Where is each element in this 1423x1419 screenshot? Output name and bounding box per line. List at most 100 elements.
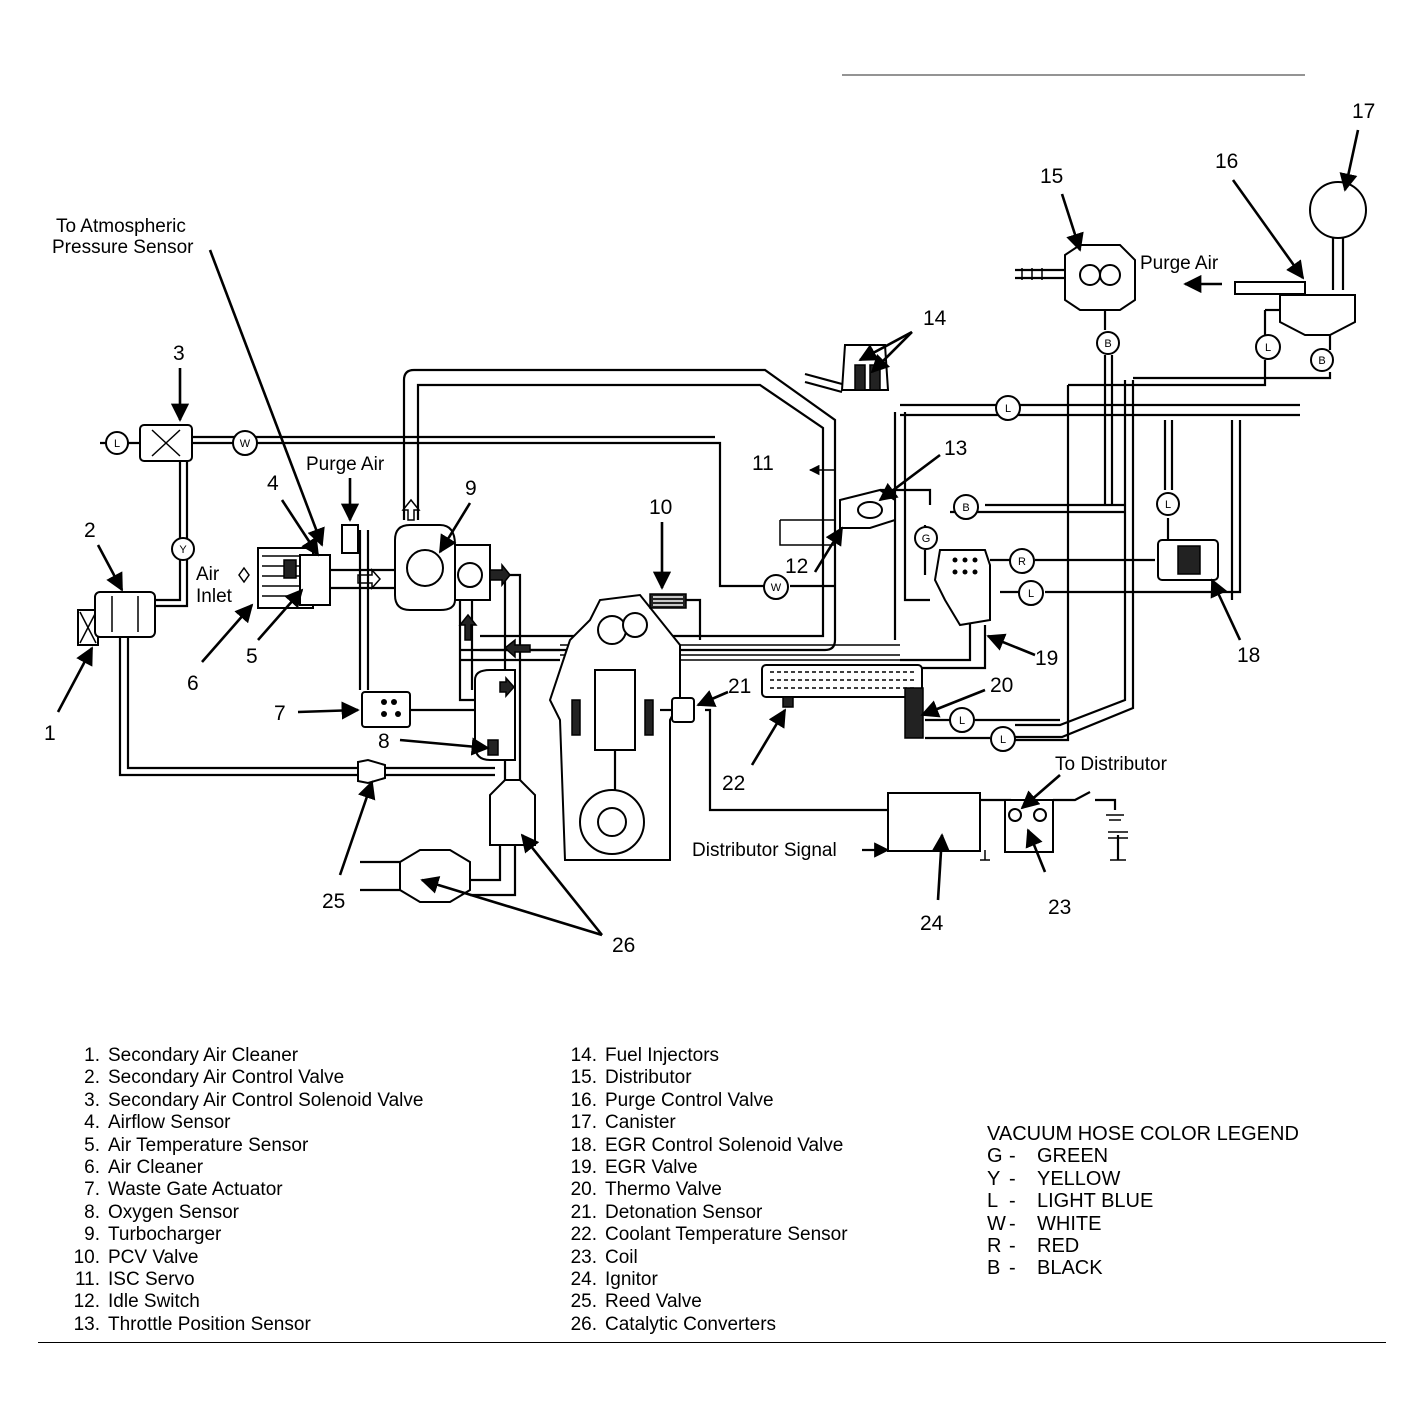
atmospheric-label-line1: To Atmospheric: [56, 216, 186, 237]
callout-23: 23: [1048, 896, 1071, 919]
callout-10: 10: [649, 496, 672, 519]
callout-21: 21: [728, 675, 751, 698]
callout-16: 16: [1215, 150, 1238, 173]
callout-17: 17: [1352, 100, 1375, 123]
legend-item-number: 19.: [570, 1157, 597, 1179]
component-legend-item: 13.Throttle Position Sensor: [66, 1314, 423, 1336]
component-legend-item: 7.Waste Gate Actuator: [66, 1179, 423, 1201]
legend-item-number: 6.: [84, 1157, 100, 1179]
legend-item-name: Secondary Air Cleaner: [108, 1045, 299, 1066]
callout-14: 14: [923, 307, 947, 330]
callout-numbers: 1 2 3 4 5 6 7 8 9 10 11 12 13 14 15 16 1…: [44, 100, 1375, 957]
legend-item-number: 7.: [84, 1179, 100, 1201]
color-separator: -: [1009, 1145, 1016, 1168]
legend-item-name: Air Temperature Sensor: [108, 1134, 309, 1156]
color-legend-item: W-WHITE: [987, 1213, 1299, 1235]
hose-badge-1: L: [114, 438, 120, 450]
legend-item-name: Coolant Temperature Sensor: [605, 1224, 848, 1246]
color-separator: -: [1009, 1257, 1016, 1280]
legend-item-name: Purge Control Valve: [605, 1089, 774, 1111]
secondary-air-control-valve: [94, 591, 156, 638]
secondary-air-solenoid-valve: [139, 424, 193, 462]
component-legend-item: 2.Secondary Air Control Valve: [66, 1067, 423, 1089]
color-separator: -: [1009, 1235, 1016, 1258]
legend-item-number: 5.: [84, 1134, 100, 1156]
component-legend-item: 5. Air Temperature Sensor: [66, 1135, 423, 1157]
legend-item-name: Ignitor: [605, 1269, 658, 1291]
component-legend-item: 6.Air Cleaner: [66, 1157, 423, 1179]
component-legend-item: 9.Turbocharger: [66, 1224, 423, 1246]
legend-item-number: 11.: [74, 1269, 100, 1291]
egr-control-solenoid: [1157, 539, 1219, 581]
component-legend-item: 25.Reed Valve: [563, 1291, 848, 1313]
color-code: Y: [987, 1167, 1001, 1190]
component-legend-item: 22. Coolant Temperature Sensor: [563, 1224, 848, 1246]
hose-badge-14: L: [959, 715, 965, 727]
callout-15: 15: [1040, 165, 1063, 188]
egr-valve: [933, 549, 991, 627]
engine-block: [548, 593, 681, 861]
callout-24: 24: [920, 912, 944, 935]
component-legend-item: 23.Coil: [563, 1247, 848, 1269]
color-code: W: [987, 1212, 1006, 1235]
isc-servo: [779, 464, 836, 546]
component-legend-item: 24. Ignitor: [563, 1269, 848, 1291]
coil: [1004, 791, 1128, 861]
component-legend-item: 8.Oxygen Sensor: [66, 1202, 423, 1224]
legend-item-name: EGR Valve: [605, 1157, 698, 1179]
legend-item-number: 26.: [570, 1313, 597, 1335]
color-separator: -: [1009, 1190, 1016, 1213]
callout-26: 26: [612, 934, 635, 957]
callout-11: 11: [752, 452, 774, 475]
hose-badge-8: L: [1165, 499, 1171, 511]
callout-6: 6: [187, 672, 199, 695]
legend-item-number: 24.: [570, 1269, 597, 1291]
legend-item-number: 15.: [570, 1067, 597, 1089]
legend-item-number: 10.: [73, 1246, 100, 1268]
callout-20: 20: [990, 674, 1013, 697]
legend-item-number: 21.: [570, 1201, 597, 1223]
reed-valve: [357, 758, 386, 785]
color-code: R: [987, 1235, 1002, 1258]
legend-item-name: Catalytic Converters: [605, 1313, 777, 1335]
legend-item-name: Secondary Air Control Solenoid Valve: [108, 1089, 424, 1111]
hose-badge-6: L: [1265, 342, 1271, 354]
color-name: GREEN: [1037, 1145, 1109, 1168]
legend-item-name: Idle Switch: [108, 1291, 200, 1313]
callout-22: 22: [722, 772, 745, 795]
legend-item-number: 23.: [570, 1246, 597, 1268]
callout-7: 7: [274, 702, 286, 725]
callout-3: 3: [173, 342, 185, 365]
legend-item-name: ISC Servo: [108, 1269, 195, 1291]
legend-item-number: 12.: [73, 1291, 100, 1313]
catalytic-converters: [360, 779, 536, 903]
legend-item-number: 1.: [84, 1045, 100, 1066]
flow-arrows: [357, 274, 1222, 698]
air-inlet-marker: [238, 566, 250, 584]
color-code: L: [987, 1190, 999, 1213]
color-separator: -: [1009, 1167, 1016, 1190]
legend-item-name: Distributor: [605, 1067, 692, 1089]
hose-badge-10: W: [771, 582, 782, 594]
legend-item-number: 3.: [84, 1089, 100, 1111]
color-code: G: [987, 1145, 1003, 1168]
component-legend-item: 19. EGR Valve: [563, 1157, 848, 1179]
legend-item-number: 9.: [84, 1224, 100, 1246]
ignitor: [887, 792, 1012, 861]
legend-item-name: PCV Valve: [108, 1246, 199, 1268]
hose-badge-5: B: [1104, 338, 1111, 350]
hose-badge-11: G: [922, 533, 931, 545]
color-name: RED: [1037, 1235, 1080, 1258]
callout-12: 12: [785, 555, 808, 578]
air-inlet-label-line2: Inlet: [196, 586, 233, 607]
legend-item-number: 22.: [570, 1224, 597, 1246]
purge-air-label-left: Purge Air: [306, 454, 385, 475]
component-legend-item: 18.EGR Control Solenoid Valve: [563, 1135, 848, 1157]
color-code: B: [987, 1257, 1001, 1280]
purge-air-inlet-left: [340, 478, 360, 554]
color-legend-item: L-LIGHT BLUE: [987, 1190, 1299, 1212]
component-legend-item: 15. Distributor: [563, 1067, 848, 1089]
legend-item-number: 16.: [570, 1089, 597, 1111]
hose-badge-12: R: [1018, 556, 1026, 568]
